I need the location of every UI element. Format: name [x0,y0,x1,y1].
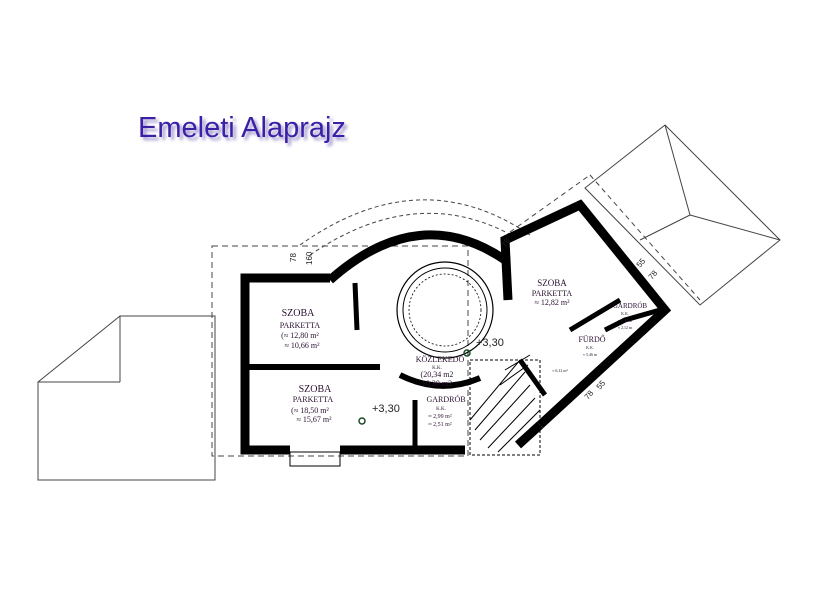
room-name: SZOBA [537,278,567,288]
level-mark: +3,30 [476,337,504,349]
room-area: ≈ 5,46 m [583,352,598,358]
left-roof [37,315,216,481]
room-floor: PARKETTA [532,289,573,298]
plan-title: Emeleti Alaprajz [138,112,346,144]
room-area: 10,30 m2 [422,379,452,388]
room-name: FÜRDŐ [578,334,605,344]
room-floor: PARKETTA [280,321,321,330]
room-name: SZOBA [282,308,316,319]
room-floor: PARKETTA [293,395,334,404]
room-area: (≈ 18,50 m² [291,406,329,415]
room-floor: K.K. [436,407,446,412]
room-name: SZOBA [299,384,333,395]
room-area: ≈ 2,12 m [618,325,633,331]
room-area: ≈ 15,67 m² [296,415,332,424]
level-mark: +3,30 [372,403,400,415]
room-area: ≈ 6,12 m² [552,368,568,374]
room-area: (20,34 m2 [421,370,454,379]
dimension-label: 78 [583,388,596,401]
staircase [469,354,541,456]
room-area: ≈ 2,48 m [618,318,633,324]
balcony [289,451,341,467]
room-area: (≈ 12,80 m² [281,331,319,340]
room-floor: K.K. [432,366,442,371]
room-area: ≈ 10,66 m² [284,341,320,350]
dimension-label: 78 [647,268,660,281]
walls [240,199,672,455]
roof-outlines [37,124,781,481]
room-area: ≈ 2,99 m² [428,414,451,420]
room-name: KÖZLEKEDŐ [416,354,465,364]
room-area: ≈ 2,51 m² [428,422,451,428]
dimension-label: 55 [635,256,648,269]
atrium [396,261,494,359]
dimension-label: 160 [305,251,314,265]
room-floor: K.K. [586,345,594,350]
right-roof [584,124,781,306]
dimension-label: 78 [289,253,298,262]
room-name: GARDRÓB [426,394,465,404]
dimension-label: 55 [595,378,608,391]
room-area: ≈ 12,82 m² [534,298,570,307]
room-name: GARDRÓB [613,302,648,310]
room-floor: K.K. [621,311,629,316]
level-markers [358,349,471,425]
